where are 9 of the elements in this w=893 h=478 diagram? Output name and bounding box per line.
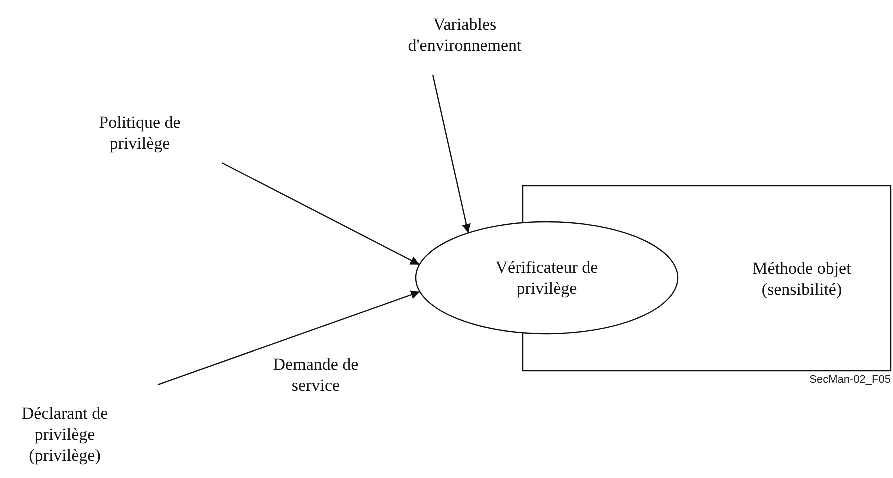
node-label: Méthode objet (sensibilité)	[752, 258, 852, 300]
node-label: Déclarant de privilège (privilège)	[20, 402, 110, 466]
arrow	[222, 162, 420, 266]
node-label: Vérificateur de privilège	[494, 257, 600, 299]
node-label: Variables d'environnement	[407, 14, 523, 56]
figure-id: SecMan-02_F05	[810, 374, 891, 386]
arrow	[158, 290, 420, 386]
node-label: Politique de privilège	[98, 112, 182, 154]
arrow	[432, 74, 471, 234]
